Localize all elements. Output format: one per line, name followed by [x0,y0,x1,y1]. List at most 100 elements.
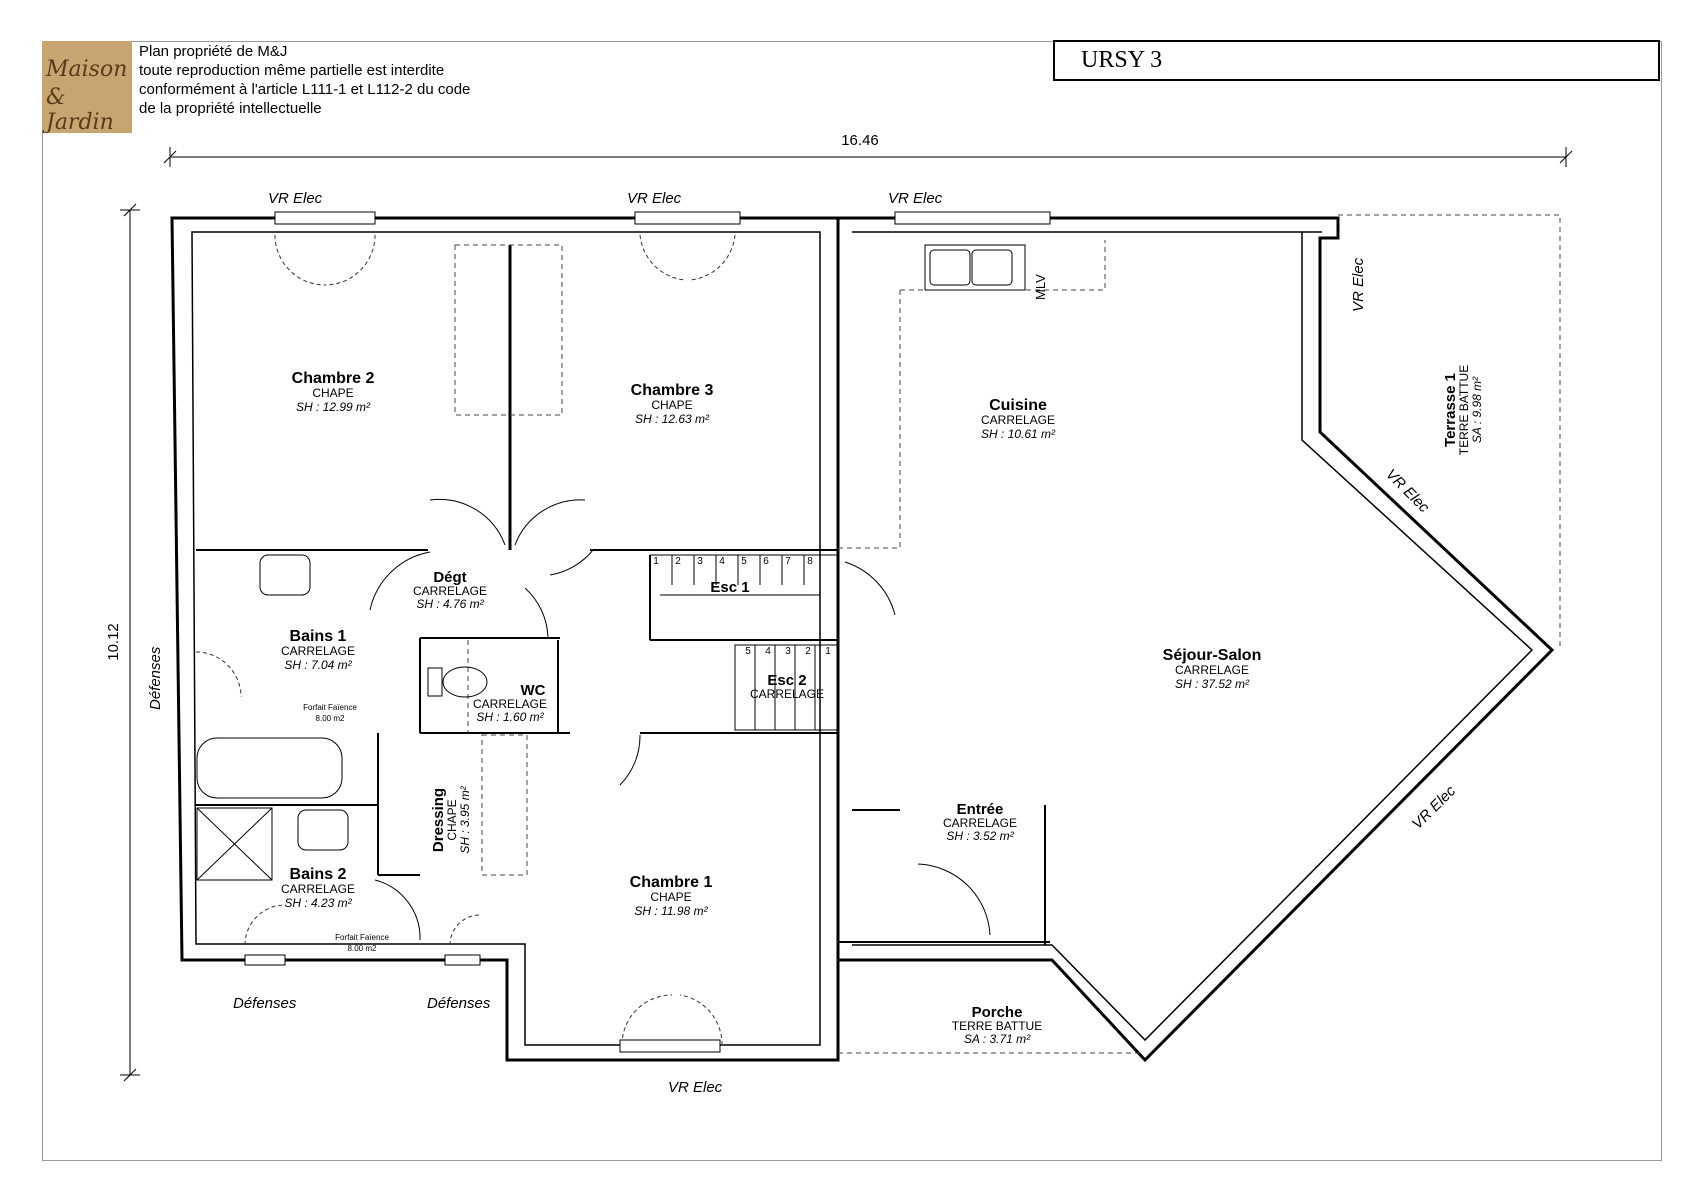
svg-text:WC: WC [521,682,546,699]
svg-text:CHAPE: CHAPE [445,799,459,840]
svg-text:SH : 10.61 m²: SH : 10.61 m² [981,427,1056,441]
svg-text:Chambre 1: Chambre 1 [630,874,713,891]
svg-text:CARRELAGE: CARRELAGE [943,816,1017,830]
svg-text:5: 5 [741,556,747,567]
room-wc: WC CARRELAGE SH : 1.60 m² [473,682,547,724]
dimension-height [120,203,140,1082]
notice-line: Plan propriété de M&J [139,43,288,60]
room-bains2: Bains 2 CARRELAGE SH : 4.23 m² Forfait F… [281,866,389,953]
svg-text:SH : 7.04 m²: SH : 7.04 m² [284,658,352,672]
svg-text:Forfait Faïence: Forfait Faïence [303,703,357,712]
stairs-esc2 [734,644,839,731]
stair-step-numbers: 1 2 3 4 5 6 7 8 5 4 3 2 1 [653,556,831,657]
svg-text:Esc 2: Esc 2 [767,672,806,689]
svg-text:SH : 12.63 m²: SH : 12.63 m² [635,412,710,426]
svg-text:Porche: Porche [972,1004,1023,1021]
windows [244,211,1051,1053]
dimension-width [163,147,1573,167]
svg-text:5: 5 [745,646,751,657]
dashed-outlines [454,214,1561,1054]
svg-text:Séjour-Salon: Séjour-Salon [1163,647,1262,664]
svg-text:VR Elec: VR Elec [888,190,943,207]
mlv-label: MLV [1033,274,1048,300]
room-chambre3: Chambre 3 CHAPE SH : 12.63 m² [631,382,714,426]
svg-text:CARRELAGE: CARRELAGE [981,413,1055,427]
svg-text:Bains 2: Bains 2 [290,866,347,883]
svg-text:Chambre 3: Chambre 3 [631,382,714,399]
room-esc2: Esc 2 CARRELAGE [750,672,824,701]
svg-text:3: 3 [697,556,703,567]
svg-text:Défenses: Défenses [147,646,164,710]
room-chambre1: Chambre 1 CHAPE SH : 11.98 m² [630,874,713,918]
svg-text:Défenses: Défenses [427,995,491,1012]
copyright-notice: Plan propriété de M&J toute reproduction… [139,42,470,118]
svg-text:Cuisine: Cuisine [989,397,1047,414]
svg-text:CHAPE: CHAPE [312,386,353,400]
drawing-frame [42,41,1662,1161]
svg-text:SA : 9.98 m²: SA : 9.98 m² [1470,376,1484,443]
svg-text:SH : 3.52 m²: SH : 3.52 m² [946,829,1014,843]
door-swings [195,234,736,1046]
svg-text:CARRELAGE: CARRELAGE [1175,663,1249,677]
maison-jardin-logo: Maison & Jardin [42,41,132,133]
svg-text:TERRE BATTUE: TERRE BATTUE [952,1019,1042,1033]
svg-text:VR Elec: VR Elec [1350,257,1367,312]
svg-text:2: 2 [805,646,811,657]
plan-title-box: URSY 3 [1053,40,1660,81]
plan-title: URSY 3 [1081,47,1163,73]
svg-text:VR Elec: VR Elec [627,190,682,207]
room-chambre2: Chambre 2 CHAPE SH : 12.99 m² [292,370,375,414]
svg-text:SH : 12.99 m²: SH : 12.99 m² [296,400,371,414]
svg-text:SH : 11.98 m²: SH : 11.98 m² [634,904,708,918]
width-dimension-label: 16.46 [841,132,879,149]
room-cuisine: Cuisine CARRELAGE SH : 10.61 m² [981,397,1056,441]
room-entree: Entrée CARRELAGE SH : 3.52 m² [943,801,1017,843]
svg-text:4: 4 [719,556,725,567]
defenses-labels: Défenses Défenses Défenses [147,646,491,1012]
notice-line: de la propriété intellectuelle [139,100,322,117]
svg-text:SA : 3.71 m²: SA : 3.71 m² [964,1032,1031,1046]
svg-text:SH : 1.60 m²: SH : 1.60 m² [476,710,544,724]
svg-text:8.00 m2: 8.00 m2 [348,944,377,953]
svg-text:6: 6 [763,556,769,567]
svg-text:Forfait Faïence: Forfait Faïence [335,933,389,942]
svg-text:CHAPE: CHAPE [650,890,691,904]
svg-text:Dégt: Dégt [433,569,466,586]
svg-text:8: 8 [807,556,813,567]
svg-text:Dressing: Dressing [430,788,447,852]
svg-text:Terrasse 1: Terrasse 1 [1442,373,1459,447]
svg-text:SH : 4.76 m²: SH : 4.76 m² [416,597,484,611]
notice-line: conformément à l'article L111-1 et L112-… [139,81,471,98]
svg-text:CARRELAGE: CARRELAGE [281,882,355,896]
svg-text:8.00 m2: 8.00 m2 [316,714,345,723]
room-porche: Porche TERRE BATTUE SA : 3.71 m² [952,1004,1042,1046]
svg-text:CHAPE: CHAPE [651,398,692,412]
svg-text:1: 1 [653,556,659,567]
svg-text:4: 4 [765,646,771,657]
svg-text:SH : 3.95 m²: SH : 3.95 m² [458,785,472,853]
svg-text:Défenses: Défenses [233,995,297,1012]
svg-text:SH : 37.52 m²: SH : 37.52 m² [1175,677,1250,691]
svg-text:VR Elec: VR Elec [268,190,323,207]
svg-text:Bains 1: Bains 1 [290,628,347,645]
svg-text:1: 1 [825,646,831,657]
svg-text:Chambre 2: Chambre 2 [292,370,375,387]
door-swings-solid [369,498,991,941]
svg-text:CARRELAGE: CARRELAGE [473,697,547,711]
svg-text:SH : 4.23 m²: SH : 4.23 m² [284,896,352,910]
stairs-esc1 [649,554,839,641]
room-sejour: Séjour-Salon CARRELAGE SH : 37.52 m² [1163,647,1262,691]
svg-text:7: 7 [785,556,791,567]
notice-line: toute reproduction même partielle est in… [139,62,445,79]
svg-text:Entrée: Entrée [957,801,1004,818]
svg-text:CARRELAGE: CARRELAGE [281,644,355,658]
svg-text:VR Elec: VR Elec [1409,782,1460,833]
room-esc1: Esc 1 [710,579,749,596]
room-dressing: Dressing CHAPE SH : 3.95 m² [430,785,472,853]
svg-text:VR Elec: VR Elec [668,1079,723,1096]
svg-text:CARRELAGE: CARRELAGE [413,584,487,598]
room-degt: Dégt CARRELAGE SH : 4.76 m² [413,569,487,611]
svg-text:VR Elec: VR Elec [1382,466,1433,517]
room-terrasse: Terrasse 1 TERRE BATTUE SA : 9.98 m² [1442,365,1484,455]
